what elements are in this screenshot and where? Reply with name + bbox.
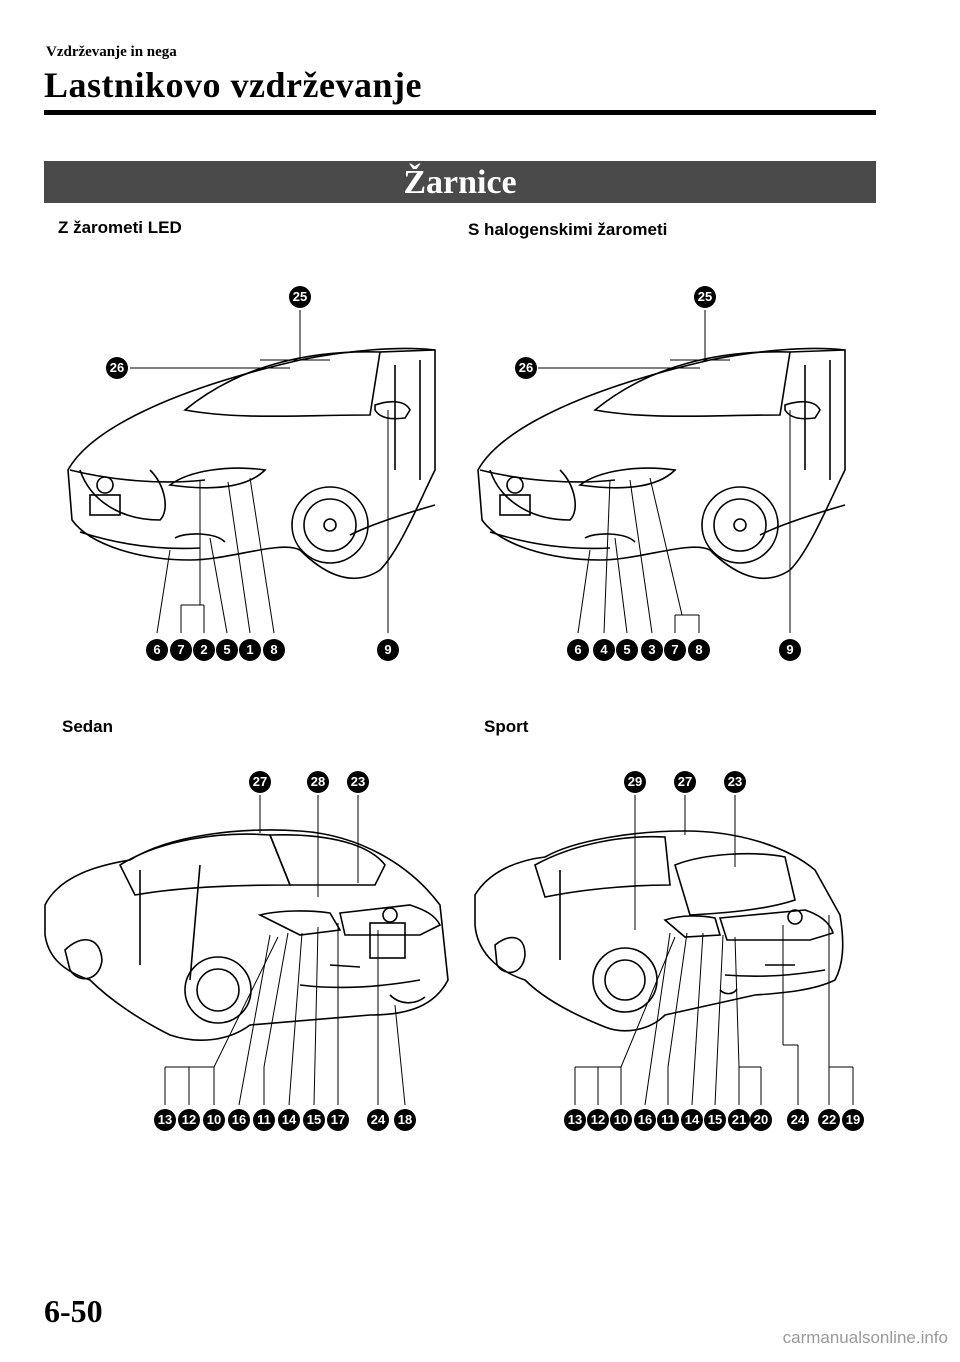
callout-9: 9 xyxy=(384,642,391,657)
callout-5: 5 xyxy=(223,642,230,657)
callout-5: 5 xyxy=(623,642,630,657)
caption-front-halogen: S halogenskimi žarometi xyxy=(468,220,668,239)
front-car-halogen-illustration: 25 26 6 4 5 3 7 8 9 xyxy=(477,286,846,661)
rear-sport-illustration: 29 27 23 13 12 10 16 11 14 15 21 20 24 2… xyxy=(474,771,864,1131)
callout-19: 19 xyxy=(846,1112,860,1127)
callout-group-top: 25 26 xyxy=(515,286,716,379)
callout-9: 9 xyxy=(786,642,793,657)
callout-11: 11 xyxy=(257,1112,271,1127)
callout-13: 13 xyxy=(158,1112,172,1127)
callout-2: 2 xyxy=(200,642,207,657)
page-number: 6-50 xyxy=(44,1293,103,1329)
leader-lines xyxy=(164,795,406,1106)
callout-1: 1 xyxy=(246,642,253,657)
callout-27: 27 xyxy=(253,774,267,789)
callout-12: 12 xyxy=(182,1112,196,1127)
figure-front-led: 25 26 6 7 2 5 1 8 9 xyxy=(50,270,450,680)
callout-24: 24 xyxy=(791,1112,806,1127)
callout-26: 26 xyxy=(519,360,533,375)
callout-8: 8 xyxy=(270,642,277,657)
car-outline xyxy=(44,829,449,1041)
car-outline xyxy=(67,347,436,580)
callout-25: 25 xyxy=(698,289,712,304)
callout-28: 28 xyxy=(311,774,325,789)
callout-14: 14 xyxy=(282,1112,297,1127)
leader-lines xyxy=(574,795,854,1106)
figure-rear-sport: 29 27 23 13 12 10 16 11 14 15 21 20 24 2… xyxy=(465,765,885,1155)
chapter-title: Lastnikovo vzdrževanje xyxy=(44,65,422,105)
callout-27: 27 xyxy=(678,774,692,789)
callout-15: 15 xyxy=(307,1112,321,1127)
callout-14: 14 xyxy=(685,1112,700,1127)
callout-29: 29 xyxy=(628,774,642,789)
rear-sedan-illustration: 27 28 23 13 12 10 16 11 14 15 17 24 18 xyxy=(44,771,449,1131)
callout-group-bottom: 6 7 2 5 1 8 9 xyxy=(146,639,399,661)
callout-22: 22 xyxy=(822,1112,836,1127)
callout-23: 23 xyxy=(728,774,742,789)
callout-23: 23 xyxy=(351,774,365,789)
caption-rear-sedan: Sedan xyxy=(62,717,114,736)
callout-13: 13 xyxy=(568,1112,582,1127)
callout-6: 6 xyxy=(153,642,160,657)
caption-front-led: Z žarometi LED xyxy=(58,218,182,237)
figure-rear-sedan: 27 28 23 13 12 10 16 11 14 15 17 24 18 xyxy=(40,765,460,1155)
callout-group-bottom: 13 12 10 16 11 14 15 21 20 24 22 19 xyxy=(564,1109,864,1131)
title-rule xyxy=(44,110,876,115)
leader-lines xyxy=(130,310,389,634)
watermark: carmanualsonline.info xyxy=(782,1328,948,1347)
callout-7: 7 xyxy=(177,642,184,657)
callout-group-top: 27 28 23 xyxy=(249,771,369,793)
callout-10: 10 xyxy=(614,1112,628,1127)
leader-lines xyxy=(538,310,791,634)
callout-10: 10 xyxy=(207,1112,221,1127)
car-outline xyxy=(474,830,844,1032)
callout-21: 21 xyxy=(732,1112,746,1127)
callout-12: 12 xyxy=(591,1112,605,1127)
callout-16: 16 xyxy=(232,1112,246,1127)
caption-rear-sport: Sport xyxy=(484,717,529,736)
callout-24: 24 xyxy=(371,1112,386,1127)
callout-17: 17 xyxy=(331,1112,345,1127)
callout-3: 3 xyxy=(648,642,655,657)
callout-group-bottom: 13 12 10 16 11 14 15 17 24 18 xyxy=(154,1109,416,1131)
breadcrumb: Vzdrževanje in nega xyxy=(46,44,177,60)
callout-20: 20 xyxy=(754,1112,768,1127)
callout-4: 4 xyxy=(600,642,608,657)
callout-8: 8 xyxy=(695,642,702,657)
callout-18: 18 xyxy=(398,1112,412,1127)
callout-25: 25 xyxy=(293,289,307,304)
section-banner: Žarnice xyxy=(44,161,876,203)
callout-26: 26 xyxy=(110,360,124,375)
callout-15: 15 xyxy=(708,1112,722,1127)
figure-front-halogen: 25 26 6 4 5 3 7 8 9 xyxy=(460,270,860,680)
callout-group-top: 25 26 xyxy=(106,286,311,379)
callout-group-top: 29 27 23 xyxy=(624,771,746,793)
callout-16: 16 xyxy=(638,1112,652,1127)
callout-11: 11 xyxy=(661,1112,675,1127)
callout-6: 6 xyxy=(574,642,581,657)
car-outline xyxy=(477,347,846,580)
front-car-led-illustration: 25 26 6 7 2 5 1 8 9 xyxy=(67,286,436,661)
callout-group-bottom: 6 4 5 3 7 8 9 xyxy=(567,639,801,661)
callout-7: 7 xyxy=(671,642,678,657)
